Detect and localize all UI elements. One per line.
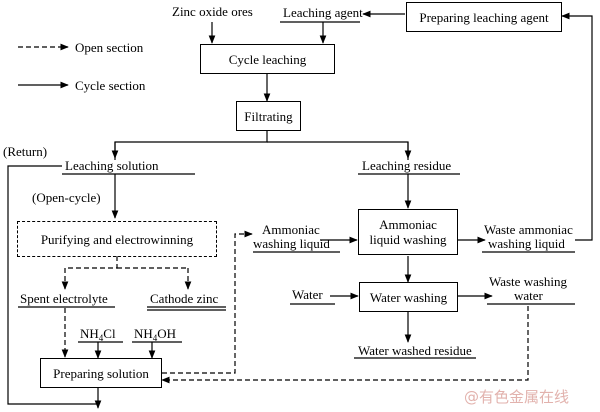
cycle-leaching-label: Cycle leaching bbox=[228, 51, 307, 67]
purifying-electrowinning-box: Purifying and electrowinning bbox=[17, 221, 217, 257]
leaching-residue-label: Leaching residue bbox=[362, 158, 452, 173]
purifying-electrowinning-label: Purifying and electrowinning bbox=[40, 231, 194, 247]
leaching-solution-label: Leaching solution bbox=[65, 158, 159, 173]
preparing-solution-label: Preparing solution bbox=[53, 365, 149, 381]
water-label: Water bbox=[292, 287, 323, 302]
water-washed-residue-label: Water washed residue bbox=[358, 343, 472, 358]
split-after-filtrating bbox=[114, 131, 268, 160]
cathode-zinc-label: Cathode zinc bbox=[150, 291, 219, 306]
preparing-leaching-agent-label: Preparing leaching agent bbox=[419, 9, 549, 25]
waste-ammoniac-line2: washing liquid bbox=[488, 236, 565, 251]
filtrating-box: Filtrating bbox=[236, 101, 301, 131]
return-line bbox=[7, 165, 98, 405]
waste-ammoniac-line1: Waste ammoniac bbox=[484, 222, 573, 237]
legend-open-section: Open section bbox=[75, 40, 144, 55]
cycle-leaching-box: Cycle leaching bbox=[200, 44, 335, 74]
nh4cl-label: NH4Cl bbox=[80, 326, 116, 343]
leaching-agent-label: Leaching agent bbox=[283, 5, 363, 20]
ammoniac-liquid-washing-line2: liquid washing bbox=[369, 232, 447, 247]
ammoniac-liquid-washing-box: Ammoniac liquid washing bbox=[358, 209, 458, 255]
ammoniac-liquid-washing-line1: Ammoniac bbox=[379, 217, 437, 232]
waste-washing-water-line2: water bbox=[514, 288, 543, 303]
dashed-waste-water-return bbox=[161, 306, 529, 384]
filtrating-label: Filtrating bbox=[244, 108, 293, 124]
return-label: (Return) bbox=[3, 144, 48, 159]
waste-washing-water-line1: Waste washing bbox=[489, 274, 568, 289]
dashed-to-ammoniac-liquid bbox=[162, 230, 253, 374]
zinc-oxide-ores-label: Zinc oxide ores bbox=[172, 4, 253, 19]
watermark: @有色金属在线 bbox=[464, 388, 570, 406]
water-washing-label: Water washing bbox=[369, 289, 448, 305]
spent-electrolyte-label: Spent electrolyte bbox=[20, 291, 108, 306]
preparing-leaching-agent-box: Preparing leaching agent bbox=[406, 2, 562, 32]
nh4oh-label: NH4OH bbox=[134, 326, 177, 343]
dashed-split bbox=[65, 256, 118, 269]
water-washing-box: Water washing bbox=[359, 282, 458, 312]
waste-ammoniac-return bbox=[561, 12, 593, 241]
ammoniac-washing-liquid-line2: washing liquid bbox=[253, 236, 330, 251]
open-cycle-label: (Open-cycle) bbox=[32, 190, 101, 205]
preparing-solution-box: Preparing solution bbox=[40, 358, 162, 388]
ammoniac-washing-liquid-line1: Ammoniac bbox=[262, 222, 320, 237]
legend-cycle-section: Cycle section bbox=[75, 78, 146, 93]
